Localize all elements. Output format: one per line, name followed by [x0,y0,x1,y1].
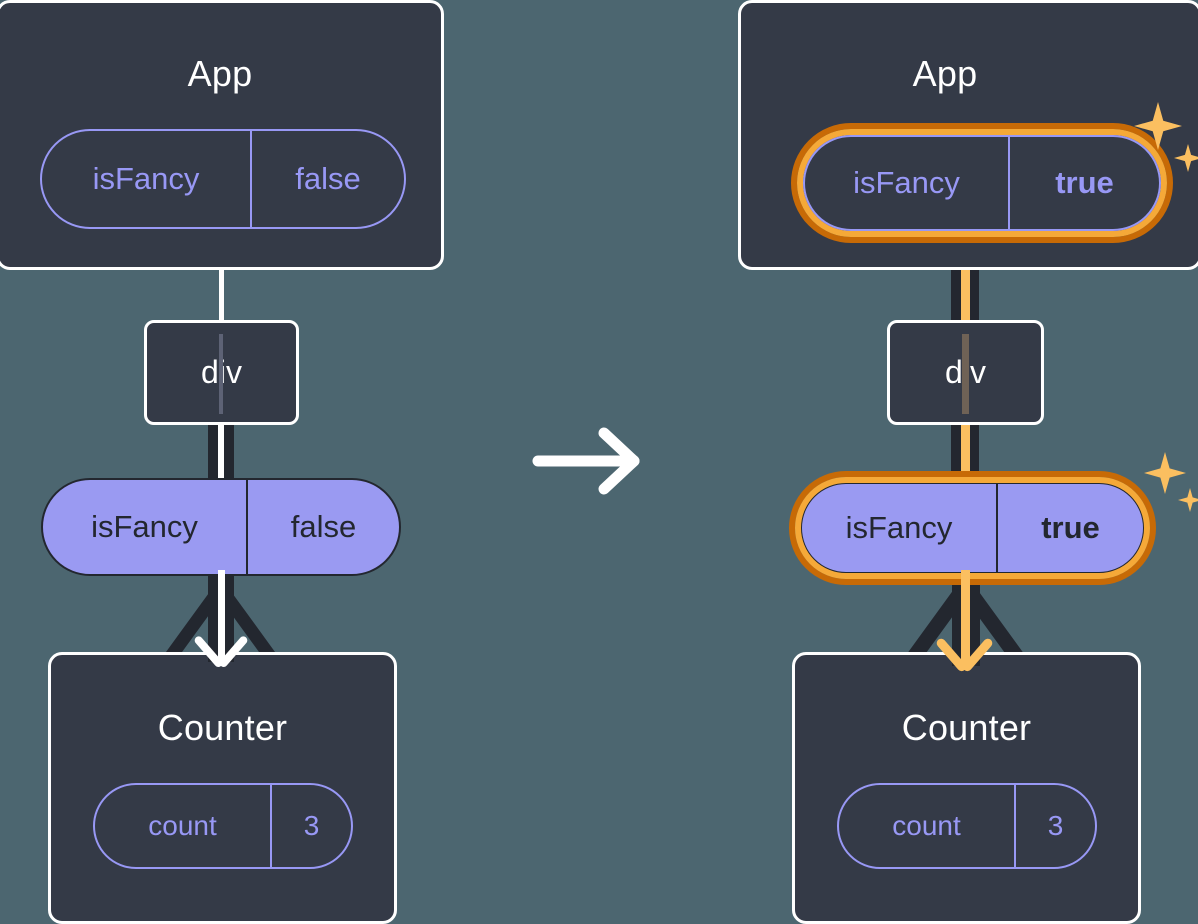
app-state-pill-before: isFancy false [40,129,406,229]
app-title-before: App [187,53,253,94]
prop-key-before: isFancy [43,480,248,574]
app-state-value-before: false [295,161,361,196]
connector-app-to-div-core-after [961,240,970,328]
prop-pill-before: isFancy false [41,478,401,576]
app-title-after: App [912,53,978,94]
app-box-before: App isFancy false [0,0,444,270]
connector-app-to-div-before [219,265,224,323]
sparkle-large-icon [1134,102,1182,150]
prop-value-before: false [290,509,357,544]
sparkle-group-app-after [1128,102,1198,192]
app-state-key-before: isFancy [42,131,252,227]
counter-box-before: Counter count 3 [48,652,397,924]
sparkle-large-icon-2 [1144,452,1186,494]
counter-state-value-before: 3 [303,810,320,841]
connector-div-to-prop-core-before [218,423,224,491]
counter-box-after: Counter count 3 [792,652,1141,924]
app-state-pill-after: isFancy true [803,135,1161,231]
app-state-key-after: isFancy [805,137,1010,229]
arrow-shaft-after [961,570,970,664]
arrow-shaft-before [218,570,225,660]
app-state-value-after: true [1055,165,1114,200]
counter-title-after: Counter [901,707,1032,748]
sparkle-group-prop-after [1140,452,1198,528]
app-box-after: App isFancy true [738,0,1198,270]
counter-state-value-after: 3 [1047,810,1064,841]
sparkle-small-icon [1174,144,1198,172]
connector-through-div-before [219,334,223,414]
transition-arrow-icon [532,427,640,495]
app-state-highlight-ring-after [791,123,1173,243]
counter-state-pill-after: count 3 [837,783,1097,869]
connector-through-div-after [962,334,969,414]
counter-title-before: Counter [157,707,288,748]
counter-state-key-after: count [839,785,1016,867]
sparkle-small-icon-2 [1178,488,1198,512]
prop-highlight-ring-after [789,471,1156,585]
counter-state-key-before: count [95,785,272,867]
connector-div-to-prop-core-after [961,423,970,489]
counter-state-pill-before: count 3 [93,783,353,869]
